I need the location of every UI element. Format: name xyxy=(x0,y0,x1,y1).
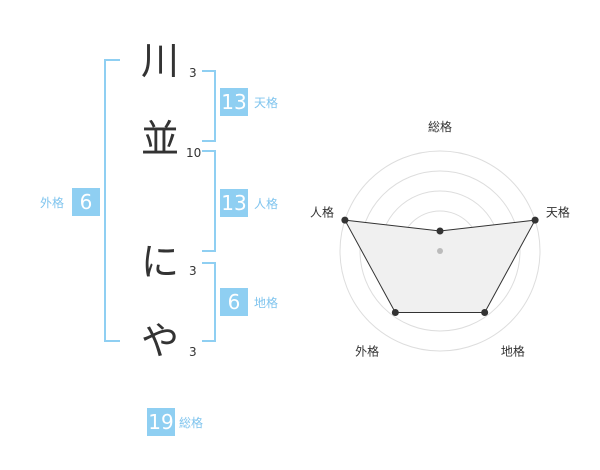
jinkaku-bracket xyxy=(202,150,216,252)
jinkaku-label: 人格 xyxy=(254,197,279,211)
stroke-count-1: 3 xyxy=(189,66,197,80)
radar-axis-label: 地格 xyxy=(501,343,525,358)
gaikaku-value-badge: 6 xyxy=(72,188,100,216)
radar-axis-label: 外格 xyxy=(355,343,379,358)
radar-point xyxy=(341,216,349,224)
chikaku-label: 地格 xyxy=(254,296,279,310)
name-char-1: 川 xyxy=(140,39,179,83)
radar-ring xyxy=(359,170,521,332)
tenkaku-bracket xyxy=(202,70,216,142)
chikaku-value-badge: 6 xyxy=(220,288,248,316)
tenkaku-value-badge: 13 xyxy=(220,88,248,116)
radar-area xyxy=(343,219,537,313)
gaikaku-label: 外格 xyxy=(40,196,65,210)
stroke-count-3: 3 xyxy=(189,264,197,278)
chikaku-bracket xyxy=(202,262,216,342)
gaikaku-bracket xyxy=(104,59,120,342)
radar-point xyxy=(531,216,539,224)
stroke-count-4: 3 xyxy=(189,345,197,359)
radar-point xyxy=(481,308,489,316)
radar-point xyxy=(436,227,444,235)
radar-axis-label: 総格 xyxy=(428,119,452,134)
stroke-count-2: 10 xyxy=(186,146,202,160)
name-char-3: に xyxy=(140,240,179,284)
radar-axis-label: 人格 xyxy=(310,205,334,220)
soukaku-value-badge: 19 xyxy=(147,408,175,436)
radar-axis-label: 天格 xyxy=(546,205,570,220)
name-char-2: 並 xyxy=(140,117,179,161)
radar-ring xyxy=(339,150,541,352)
radar-point xyxy=(391,308,399,316)
soukaku-label: 総格 xyxy=(179,416,204,430)
name-char-4: や xyxy=(140,319,179,363)
jinkaku-value-badge: 13 xyxy=(220,189,248,217)
radar-center-dot xyxy=(437,248,443,254)
tenkaku-label: 天格 xyxy=(254,96,279,110)
